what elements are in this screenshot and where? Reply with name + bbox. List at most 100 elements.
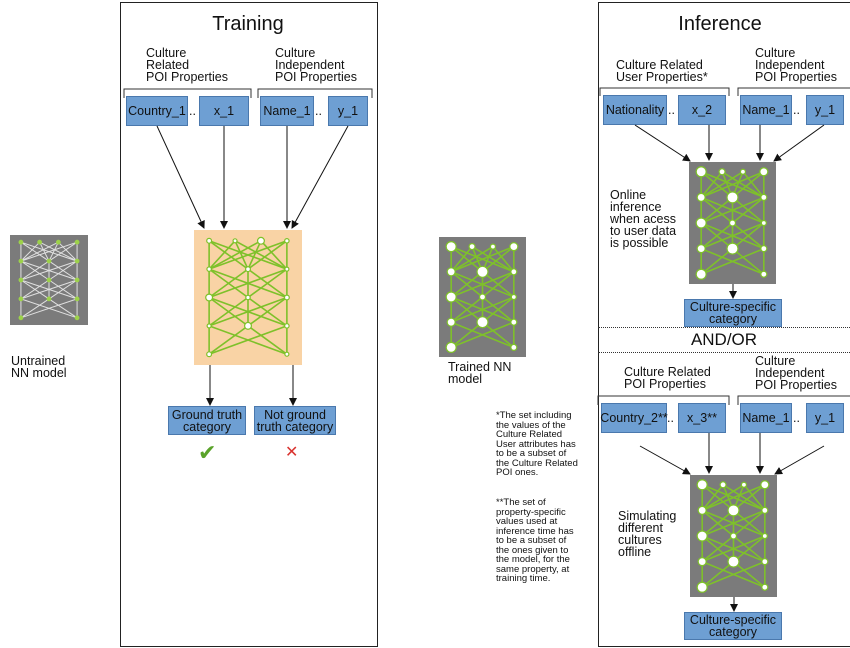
inference-title: Inference	[678, 13, 762, 35]
untrained-nn-model	[10, 235, 88, 325]
nn-node	[476, 265, 489, 278]
nn-node	[445, 291, 457, 303]
nn-edge	[20, 279, 50, 300]
nn-edge	[492, 246, 515, 273]
separator-bottom	[598, 352, 850, 353]
nn-node	[476, 316, 489, 329]
nn-node	[697, 557, 707, 567]
nn-edge	[481, 321, 515, 349]
training-title: Training	[212, 13, 284, 35]
nn-edge	[48, 298, 78, 319]
nn-edge	[20, 260, 78, 281]
nn-node	[696, 530, 708, 542]
online-related-bracket	[599, 87, 730, 96]
trained-caption: Trained NN model	[448, 360, 512, 386]
cross-mark-icon: ✕	[285, 442, 299, 461]
nn-node	[46, 296, 52, 302]
nn-edge	[20, 241, 78, 262]
nn-node	[760, 193, 768, 201]
footnote-1: *The set including the values of the Cul…	[496, 410, 578, 478]
input-country-2: Country_2**	[600, 403, 668, 433]
online-culture-independent-header: Culture Independent POI Properties	[755, 46, 837, 84]
arrow-y1-offline-to-nn	[774, 445, 825, 475]
input-name-1: Name_1	[260, 96, 314, 126]
nn-edge	[700, 171, 744, 199]
trained-nn-model	[439, 237, 526, 357]
nn-edge	[700, 171, 765, 199]
offline-culture-related-header: Culture Related POI Properties	[624, 365, 711, 391]
nn-node	[244, 266, 251, 273]
nn-edge	[742, 171, 765, 198]
nn-edge	[247, 325, 288, 355]
nn-node	[74, 277, 80, 283]
nn-edge	[481, 245, 515, 273]
nn-edge	[247, 240, 262, 270]
offline-output-category: Culture-specific category	[684, 612, 782, 640]
nn-edge	[247, 240, 288, 270]
nn-node	[74, 315, 80, 321]
nn-node	[18, 277, 24, 283]
nn-edge	[450, 246, 473, 273]
nn-node	[726, 191, 739, 204]
nn-node	[37, 239, 43, 245]
and-or-label: AND/OR	[690, 330, 758, 349]
trained-nn-graph	[445, 241, 519, 354]
nn-node	[243, 321, 252, 330]
nn-node	[284, 238, 290, 244]
nn-node	[46, 277, 52, 283]
nn-node	[696, 192, 706, 202]
nn-node	[510, 343, 518, 352]
nn-node	[727, 504, 740, 517]
nn-edge	[450, 271, 515, 298]
nn-node	[55, 239, 61, 245]
nn-edge	[450, 321, 515, 349]
nn-node	[206, 351, 213, 358]
nn-edge	[260, 240, 288, 270]
nn-node	[761, 532, 768, 540]
nn-edge	[208, 296, 249, 327]
nn-node	[761, 583, 769, 591]
nn-node	[74, 296, 80, 302]
offline-nn-model	[690, 475, 777, 597]
arrow-country2-to-nn	[639, 445, 691, 475]
nn-node	[719, 481, 727, 489]
nn-node	[446, 267, 456, 277]
offline-nn-graph	[696, 479, 770, 593]
offline-related-bracket	[597, 395, 730, 405]
nn-node	[740, 481, 748, 488]
nn-edge	[48, 241, 59, 262]
nn-edge	[700, 247, 765, 275]
ellipsis: ..	[189, 104, 196, 118]
input-y-1: y_1	[328, 96, 368, 126]
ellipsis: ..	[667, 411, 674, 425]
nn-edge	[20, 298, 78, 319]
nn-edge	[208, 325, 288, 355]
nn-node	[284, 266, 290, 272]
nn-edge	[20, 260, 50, 281]
nn-node	[760, 245, 768, 253]
untrained-nn-graph	[18, 239, 80, 321]
nn-node	[509, 242, 519, 252]
nn-edge	[48, 279, 78, 300]
nn-edge	[234, 240, 288, 270]
nn-node	[695, 268, 707, 280]
nn-edge	[20, 298, 50, 319]
nn-node	[468, 243, 476, 251]
arrow-country1-to-nn	[156, 125, 205, 229]
nn-edge	[208, 240, 249, 270]
nn-edge	[450, 296, 515, 323]
nn-edge	[743, 484, 766, 511]
ellipsis: ..	[315, 104, 322, 118]
offline-culture-independent-header: Culture Independent POI Properties	[755, 354, 837, 392]
nn-node	[697, 505, 707, 515]
nn-node	[232, 238, 238, 244]
nn-node	[205, 293, 214, 302]
nn-node	[718, 168, 726, 176]
nn-node	[446, 317, 456, 327]
nn-node	[760, 219, 767, 227]
nn-node	[739, 168, 747, 175]
nn-edge	[208, 325, 249, 355]
nn-edge	[701, 509, 735, 537]
nn-edge	[701, 560, 766, 588]
